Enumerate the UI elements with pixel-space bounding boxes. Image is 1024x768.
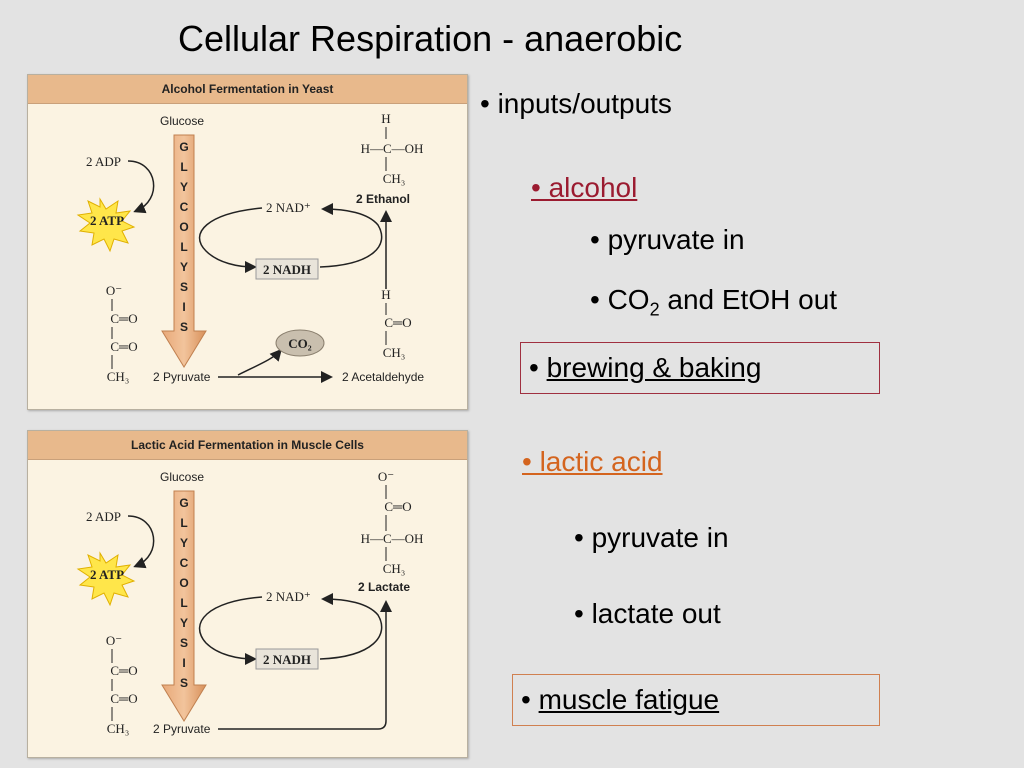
glycolysis-letter: Y — [180, 180, 188, 194]
alcohol-fermentation-diagram: Alcohol Fermentation in Yeast G L Y C O … — [27, 74, 468, 410]
pyruvate-struct-line: C═O — [110, 311, 137, 326]
glycolysis-letter: C — [180, 200, 189, 214]
bullet-alcohol: • alcohol — [531, 172, 638, 203]
bullet-inputs-outputs: • inputs/outputs — [480, 88, 672, 119]
nad-label: 2 NAD⁺ — [266, 200, 311, 215]
pyruvate-struct-line: O⁻ — [106, 633, 122, 648]
pyruvate-struct-line: C═O — [110, 339, 137, 354]
alcohol-fermentation-figure: G L Y C O L Y S I S Glucose 2 ADP 2 ATP … — [76, 111, 424, 384]
lactate-struct-line: CH₃ — [383, 561, 406, 576]
atp-burst-icon — [76, 551, 136, 607]
bullet-alcohol-outputs: • CO2 and EtOH out — [590, 284, 837, 321]
pyruvate-struct-line: C═O — [110, 663, 137, 678]
glycolysis-letter: G — [179, 140, 188, 154]
ethanol-label: 2 Ethanol — [356, 192, 410, 206]
glycolysis-letter: S — [180, 320, 188, 334]
ethanol-struct-line: CH₃ — [383, 171, 406, 186]
lactic-fermentation-diagram: Lactic Acid Fermentation in Muscle Cells… — [27, 430, 468, 758]
ethanol-struct-line: H—C—OH — [361, 141, 424, 156]
glycolysis-letter: S — [180, 280, 188, 294]
brewing-box: • brewing & baking — [520, 342, 880, 394]
glycolysis-letter: I — [182, 656, 185, 670]
glycolysis-letter: G — [179, 496, 188, 510]
glycolysis-letter: Y — [180, 260, 188, 274]
ethanol-struct-line: H — [381, 111, 390, 126]
glycolysis-arrow — [161, 134, 207, 368]
nad-label: 2 NAD⁺ — [266, 589, 311, 604]
adp-label: 2 ADP — [86, 509, 121, 524]
co2-subscript: 2 — [649, 299, 660, 320]
acetaldehyde-label: 2 Acetaldehyde — [342, 370, 424, 384]
glycolysis-letter: O — [179, 220, 188, 234]
glucose-label: Glucose — [160, 114, 204, 128]
pyruvate-struct-line: CH₃ — [107, 369, 130, 384]
glycolysis-letter: I — [182, 300, 185, 314]
bullet-mark: • — [529, 352, 547, 383]
nadh-label: 2 NADH — [263, 652, 311, 667]
bullet-mark: • — [521, 684, 539, 715]
diagram-header: Lactic Acid Fermentation in Muscle Cells — [28, 431, 467, 460]
pyruvate-struct-line: O⁻ — [106, 283, 122, 298]
atp-burst-icon — [76, 197, 136, 253]
lactate-struct-line: H—C—OH — [361, 531, 424, 546]
nadh-label: 2 NADH — [263, 262, 311, 277]
atp-label: 2 ATP — [90, 213, 124, 228]
lactate-struct-line: C═O — [384, 499, 411, 514]
etoh-text: and EtOH out — [659, 284, 838, 315]
atp-label: 2 ATP — [90, 567, 124, 582]
glycolysis-letter: O — [179, 576, 188, 590]
glycolysis-letter: L — [180, 596, 187, 610]
pyruvate-label: 2 Pyruvate — [153, 370, 211, 384]
bullet-lactic-pyruvate: • pyruvate in — [574, 522, 729, 553]
brewing-text: brewing & baking — [546, 352, 762, 383]
glycolysis-letter: L — [180, 160, 187, 174]
lactic-fermentation-figure: G L Y C O L Y S I S Glucose 2 ADP 2 ATP … — [76, 469, 424, 736]
acetaldehyde-struct-line: CH₃ — [383, 345, 406, 360]
glycolysis-letter: S — [180, 636, 188, 650]
diagram-header: Alcohol Fermentation in Yeast — [28, 75, 467, 104]
glycolysis-letter: Y — [180, 536, 188, 550]
lactate-struct-line: O⁻ — [378, 469, 394, 484]
bullet-lactate-out: • lactate out — [574, 598, 721, 629]
acetaldehyde-struct-line: C═O — [384, 315, 411, 330]
co2-label: CO₂ — [288, 336, 312, 351]
acetaldehyde-struct-line: H — [381, 287, 390, 302]
glycolysis-letter: L — [180, 516, 187, 530]
glycolysis-letter: L — [180, 240, 187, 254]
pyruvate-struct-line: C═O — [110, 691, 137, 706]
muscle-fatigue-box: • muscle fatigue — [512, 674, 880, 726]
co2-bubble — [275, 329, 325, 357]
glycolysis-letter: Y — [180, 616, 188, 630]
glycolysis-arrow — [161, 490, 207, 722]
bullet-lactic-acid: • lactic acid — [522, 446, 663, 477]
page-title: Cellular Respiration - anaerobic — [178, 18, 683, 59]
lactate-label: 2 Lactate — [358, 580, 410, 594]
co2-text: • CO — [590, 284, 650, 315]
fatigue-text: muscle fatigue — [538, 684, 720, 715]
glycolysis-letter: S — [180, 676, 188, 690]
adp-label: 2 ADP — [86, 154, 121, 169]
glucose-label: Glucose — [160, 470, 204, 484]
glycolysis-letter: C — [180, 556, 189, 570]
pyruvate-label: 2 Pyruvate — [153, 722, 211, 736]
pyruvate-struct-line: CH₃ — [107, 721, 130, 736]
bullet-alcohol-pyruvate: • pyruvate in — [590, 224, 745, 255]
